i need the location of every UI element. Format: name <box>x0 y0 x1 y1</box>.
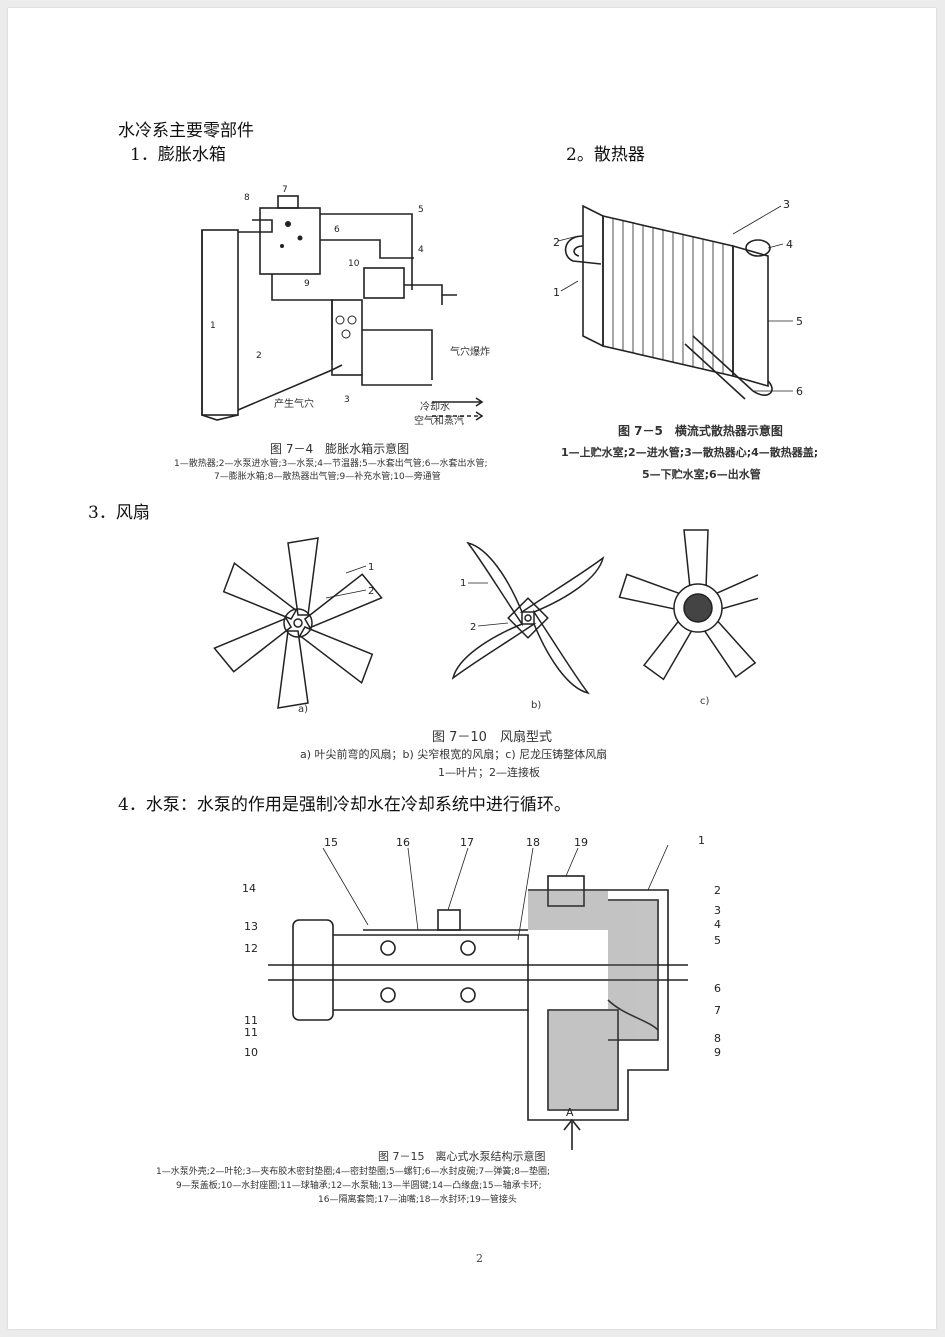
radiator-callout-2: 2 <box>553 236 560 249</box>
radiator-diagram: 1 2 3 4 5 6 <box>553 198 803 400</box>
figure-7-15-legend-line-1: 1—水泵外壳;2—叶轮;3—夹布胶木密封垫圈;4—密封垫圈;5—螺钉;6—水封皮… <box>156 1167 551 1177</box>
pump-callout-14: 14 <box>242 882 256 895</box>
pump-callout-7: 7 <box>714 1004 721 1017</box>
svg-text:1: 1 <box>460 578 466 589</box>
figure-7-10-caption: 图 7－10 风扇型式 <box>432 730 552 745</box>
fan-types-diagram: 1 2 1 2 <box>213 529 777 709</box>
section-1-label: 1．膨胀水箱 <box>130 145 226 165</box>
pump-callout-8: 8 <box>714 1032 721 1045</box>
callout-1: 1 <box>210 321 216 331</box>
radiator-callout-1: 1 <box>553 286 560 299</box>
fan-callout-1: 1 <box>368 562 374 573</box>
callout-7: 7 <box>282 185 288 195</box>
figure-7-5-legend-line-1: 1—上贮水室;2—进水管;3—散热器心;4—散热器盖; <box>561 446 819 459</box>
fan-a-label: a) <box>298 704 309 715</box>
fan-a <box>213 537 383 709</box>
fan-types-figure: 1 2 1 2 a) b) c) <box>198 528 777 728</box>
callout-5: 5 <box>418 205 424 215</box>
expansion-tank-figure: 1 2 3 4 5 6 7 8 9 10 产生气穴 气穴爆炸 冷却水 空气和蒸汽 <box>182 180 532 470</box>
svg-text:2: 2 <box>470 622 476 633</box>
document-page: 水冷系主要零部件 1．膨胀水箱 2。散热器 <box>8 8 936 1329</box>
pump-callout-17: 17 <box>460 836 474 849</box>
callout-6: 6 <box>334 225 340 235</box>
legend-coolant: 冷却水 <box>420 402 450 413</box>
figure-7-15-caption: 图 7－15 离心式水泵结构示意图 <box>378 1150 546 1163</box>
figure-7-15-legend-line-2: 9—泵盖板;10—水封座圈;11—球轴承;12—水泵轴;13—半圆键;14—凸缘… <box>176 1181 542 1191</box>
pump-callout-1: 1 <box>698 834 705 847</box>
expansion-tank-diagram: 1 2 3 4 5 6 7 8 9 10 <box>201 185 484 421</box>
pump-arrow-a-label: A <box>566 1106 574 1119</box>
water-pump-figure: 15 16 17 18 19 1 2 3 4 5 6 7 8 9 14 13 1… <box>228 830 728 1150</box>
water-pump-diagram: 15 16 17 18 19 1 2 3 4 5 6 7 8 9 14 13 1… <box>242 834 721 1150</box>
callout-9: 9 <box>304 279 310 289</box>
pump-callout-2: 2 <box>714 884 721 897</box>
figure-7-4-legend-line-2: 7—膨胀水箱;8—散热器出气管;9—补充水管;10—旁通管 <box>214 472 441 482</box>
annotation-burst: 气穴爆炸 <box>450 347 490 358</box>
figure-7-15-legend-line-3: 16—隔离套筒;17—油嘴;18—水封环;19—管接头 <box>318 1195 517 1205</box>
pump-callout-3: 3 <box>714 904 721 917</box>
radiator-callout-4: 4 <box>786 238 793 251</box>
fan-b-label: b) <box>531 700 542 711</box>
pump-callout-11b: 11 <box>244 1026 258 1039</box>
section-2-label: 2。散热器 <box>566 145 645 165</box>
pump-callout-6: 6 <box>714 982 721 995</box>
figure-7-4-caption: 图 7－4 膨胀水箱示意图 <box>270 442 410 456</box>
section-4-label: 4．水泵：水泵的作用是强制冷却水在冷却系统中进行循环。 <box>118 795 571 815</box>
callout-10: 10 <box>348 259 360 269</box>
pump-callout-19: 19 <box>574 836 588 849</box>
figure-7-4-legend-line-1: 1—散热器;2—水泵进水管;3—水泵;4—节温器;5—水套出气管;6—水套出水管… <box>174 459 488 469</box>
callout-4: 4 <box>418 245 424 255</box>
radiator-callout-3: 3 <box>783 198 790 211</box>
callout-8: 8 <box>244 193 250 203</box>
figure-7-10-legend-line-1: a) 叶尖前弯的风扇；b) 尖窄根宽的风扇；c) 尼龙压铸整体风扇 <box>300 748 608 761</box>
fan-c-label: c) <box>700 696 710 707</box>
fan-b <box>451 541 605 695</box>
callout-3: 3 <box>344 395 350 405</box>
annotation-cavitation: 产生气穴 <box>274 399 314 410</box>
figure-7-5-caption: 图 7－5 横流式散热器示意图 <box>618 424 783 438</box>
pump-callout-9: 9 <box>714 1046 721 1059</box>
pump-callout-10: 10 <box>244 1046 258 1059</box>
pump-callout-16: 16 <box>396 836 410 849</box>
pump-callout-11a: 11 <box>244 1014 258 1027</box>
radiator-core <box>602 214 734 378</box>
legend-air-vapor: 空气和蒸汽 <box>414 416 464 427</box>
pump-callout-13: 13 <box>244 920 258 933</box>
figure-7-5-legend-line-2: 5—下贮水室;6—出水管 <box>642 468 761 481</box>
pump-callout-4: 4 <box>714 918 721 931</box>
pump-callout-18: 18 <box>526 836 540 849</box>
pump-callout-12: 12 <box>244 942 258 955</box>
pump-callout-5: 5 <box>714 934 721 947</box>
radiator-callout-6: 6 <box>796 385 803 398</box>
pump-callout-15: 15 <box>324 836 338 849</box>
figure-7-10-legend-line-2: 1—叶片；2—连接板 <box>438 766 540 779</box>
fan-callout-2: 2 <box>368 586 374 597</box>
radiator-callout-5: 5 <box>796 315 803 328</box>
page-number: 2 <box>476 1252 483 1265</box>
fan-c <box>618 529 777 681</box>
radiator-body <box>201 229 239 416</box>
radiator-figure: 1 2 3 4 5 6 <box>553 186 823 416</box>
document-heading: 水冷系主要零部件 <box>118 121 254 141</box>
callout-2: 2 <box>256 351 262 361</box>
section-3-label: 3．风扇 <box>88 503 150 523</box>
